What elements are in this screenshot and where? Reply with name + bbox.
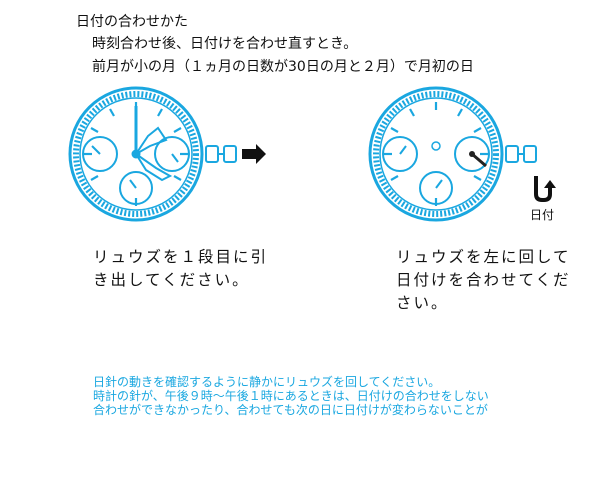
note-line-3: 合わせができなかったり、合わせても次の日に日付けが変わらないことが <box>93 403 488 417</box>
arrow-right-icon <box>242 144 266 164</box>
watch-illustration-2 <box>368 86 556 222</box>
direction-label: 日付 <box>530 208 555 222</box>
instruction-subtitle-1: 時刻合わせ後、日付けを合わせ直すとき。 <box>92 36 358 52</box>
section-title: 日付の合わせかた <box>76 14 188 30</box>
note-line-1: 日針の動きを確認するように静かにリュウズを回してください。 <box>93 375 441 389</box>
note-line-2: 時計の針が、午後９時～午後１時にあるときは、日付けの合わせをしない <box>93 389 489 403</box>
step-2-caption: リュウズを左に回して日付けを合わせてください。 <box>396 248 571 312</box>
rotate-arrow-icon <box>534 176 556 202</box>
instruction-subtitle-2: 前月が小の月（１ヵ月の日数が30日の月と２月）で月初の日 <box>92 59 474 75</box>
watch-illustration-1 <box>68 86 266 222</box>
step-1-caption: リュウズを１段目に引き出してください。 <box>93 248 269 289</box>
